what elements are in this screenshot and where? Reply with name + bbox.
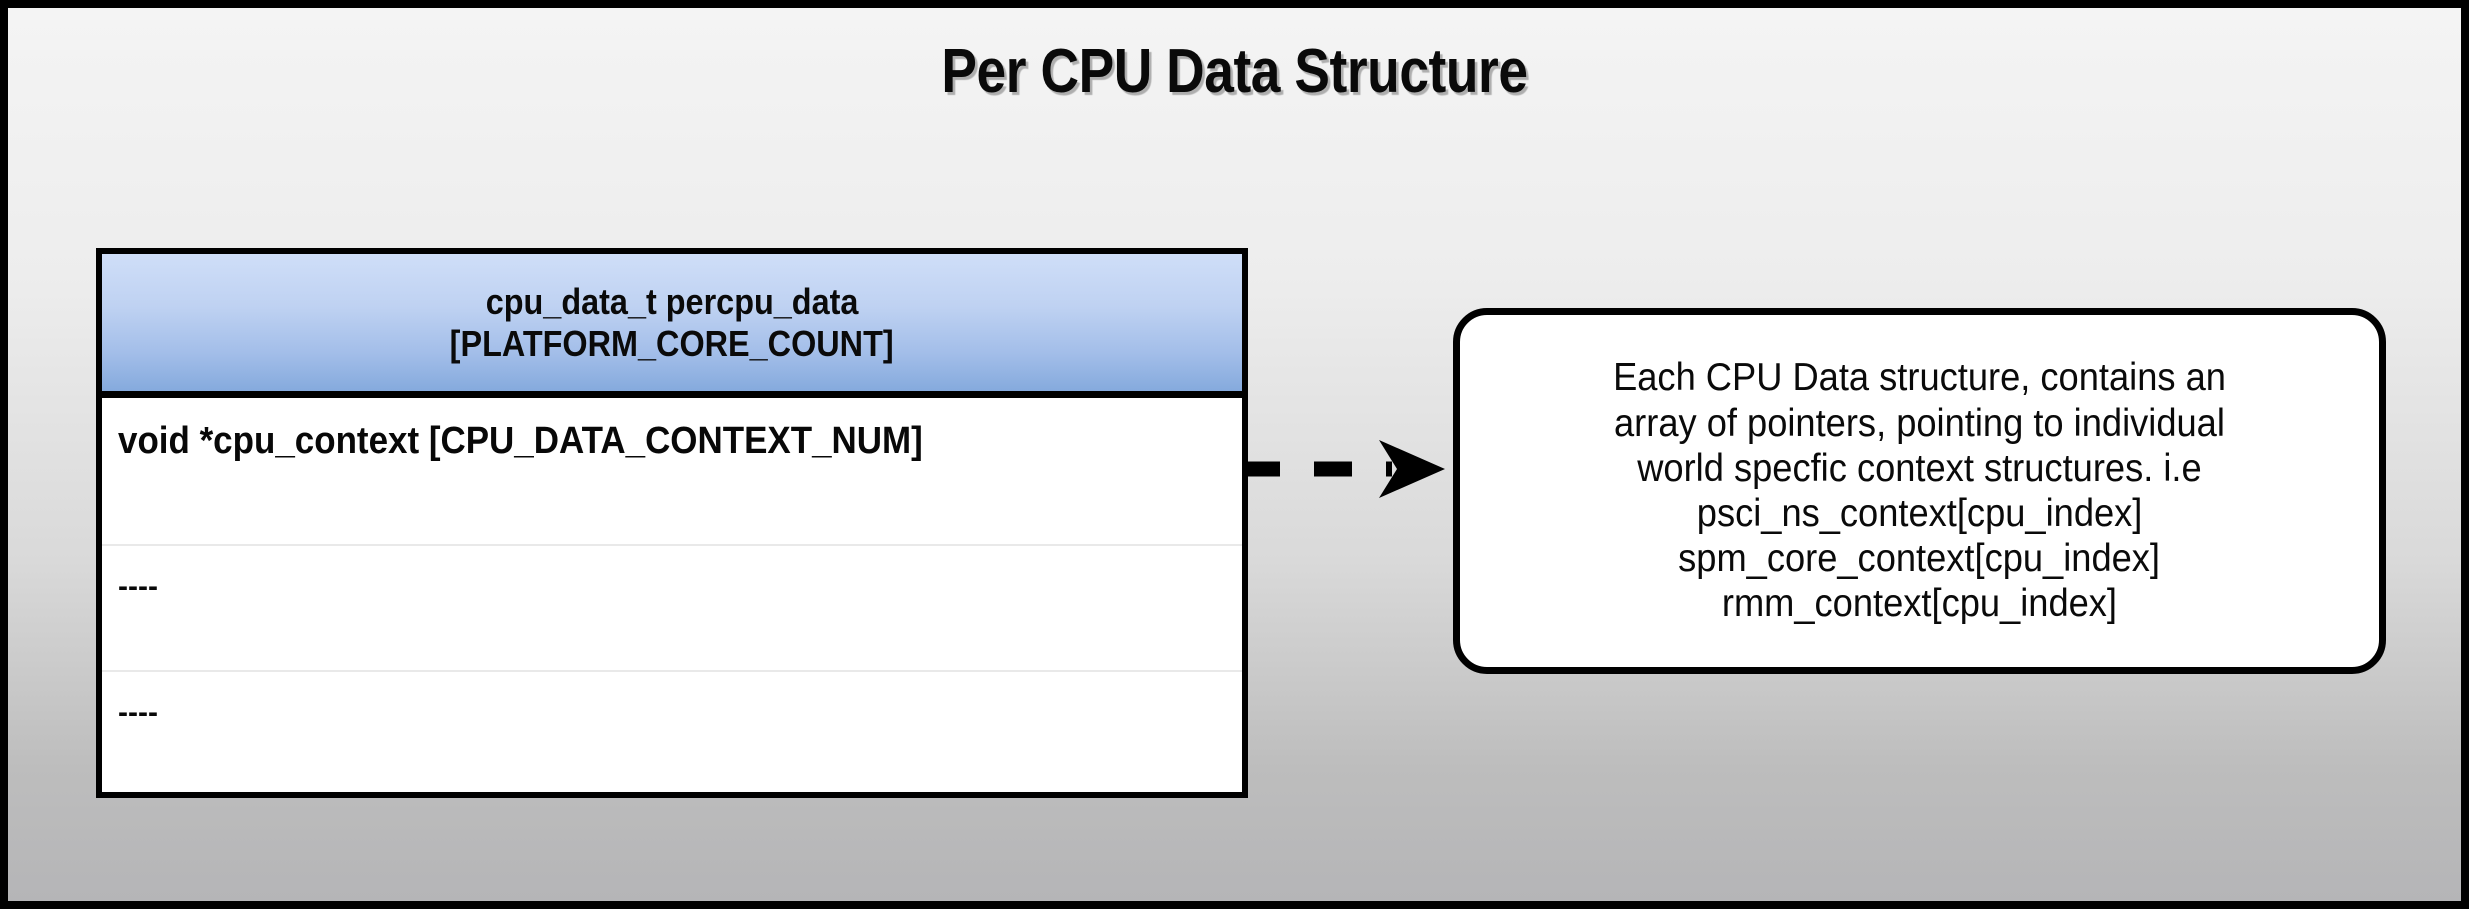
struct-header-line-1: cpu_data_t percpu_data — [485, 280, 859, 322]
note-line: Each CPU Data structure, contains an — [1613, 356, 2226, 400]
struct-table-header: cpu_data_t percpu_data [PLATFORM_CORE_CO… — [102, 254, 1242, 398]
struct-field-placeholder-1: ---- — [118, 570, 158, 603]
struct-field-placeholder-2: ---- — [118, 696, 158, 729]
dashed-arrow-icon — [1240, 438, 1452, 500]
struct-field-cpu-context: void *cpu_context [CPU_DATA_CONTEXT_NUM] — [118, 420, 923, 462]
page-title: Per CPU Data Structure — [941, 37, 1528, 106]
table-row: void *cpu_context [CPU_DATA_CONTEXT_NUM] — [102, 398, 1242, 544]
table-row: ---- — [102, 670, 1242, 803]
note-line: rmm_context[cpu_index] — [1721, 582, 2118, 626]
table-row: ---- — [102, 544, 1242, 670]
note-line: array of pointers, pointing to individua… — [1614, 401, 2225, 445]
note-line: psci_ns_context[cpu_index] — [1696, 492, 2143, 535]
note-line: spm_core_context[cpu_index] — [1678, 537, 2161, 581]
slide-canvas: Per CPU Data Structure cpu_data_t percpu… — [8, 8, 2461, 901]
note-line: world specfic context structures. i.e — [1637, 446, 2202, 490]
percpu-data-structure-table: cpu_data_t percpu_data [PLATFORM_CORE_CO… — [96, 248, 1248, 798]
explanation-note-box: Each CPU Data structure, contains an arr… — [1453, 308, 2386, 674]
struct-header-line-2: [PLATFORM_CORE_COUNT] — [450, 322, 894, 364]
